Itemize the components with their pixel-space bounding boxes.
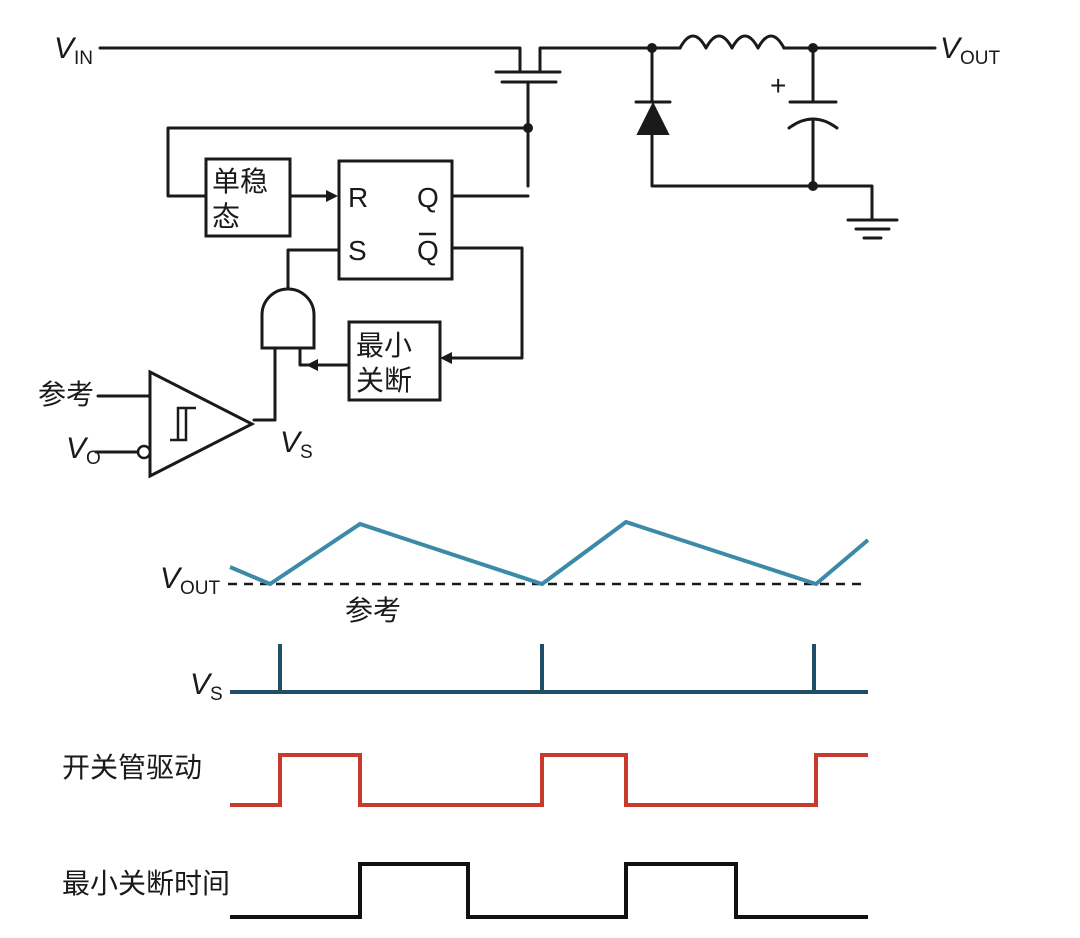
vout-waveform [229,519,870,587]
mosfet-switch [494,46,652,188]
hysteresis-comparator [94,369,256,479]
switch-drive-label: 开关管驱动 [62,751,202,784]
vin-wire [98,46,522,72]
flipflop-q-pin: Q [417,182,439,213]
timing-ref-label: 参考 [345,594,401,627]
ground-symbol [811,184,899,240]
min-off-label-line1: 最小 [356,329,412,362]
min-off-label-line2: 关断 [356,364,412,397]
freewheel-diode [634,46,815,188]
vin-label: VIN [54,32,93,69]
capacitor-plus-sign: + [770,70,786,101]
flipflop-s-pin: S [348,235,367,266]
gate-feedback-wire [166,126,530,198]
monostable-label-line1: 单稳 [212,165,268,198]
inductor [648,34,937,50]
circuit-schematic: + VIN VOUT 单稳 态 R S Q Q 最小 关断 [38,32,1001,479]
r-input-arrow [326,190,338,202]
qbar-to-minoff-wire [446,246,524,360]
flipflop-r-pin: R [348,182,368,213]
comparator-vo-label: VO [66,432,101,469]
timing-diagram: VOUT 参考 VS 开关管驱动 最小关断时间 [62,519,870,919]
and-gate [252,248,351,422]
monostable-label-line2: 态 [212,200,240,233]
sr-flipflop [337,159,454,281]
monostable-block [204,157,292,238]
comparator-vs-label: VS [280,426,313,463]
min-off-block [347,320,442,402]
timing-vout-label: VOUT [160,562,221,599]
min-off-time-waveform [230,862,868,919]
vs-waveform [230,644,868,694]
comparator-ref-label: 参考 [38,378,94,411]
min-off-time-label: 最小关断时间 [62,867,230,900]
switch-drive-waveform [230,753,868,807]
timing-vs-label: VS [190,668,223,705]
minoff-input-arrow [440,352,452,364]
flipflop-qbar-pin: Q [417,235,439,266]
vout-label: VOUT [940,32,1001,69]
output-capacitor: + [770,46,839,188]
